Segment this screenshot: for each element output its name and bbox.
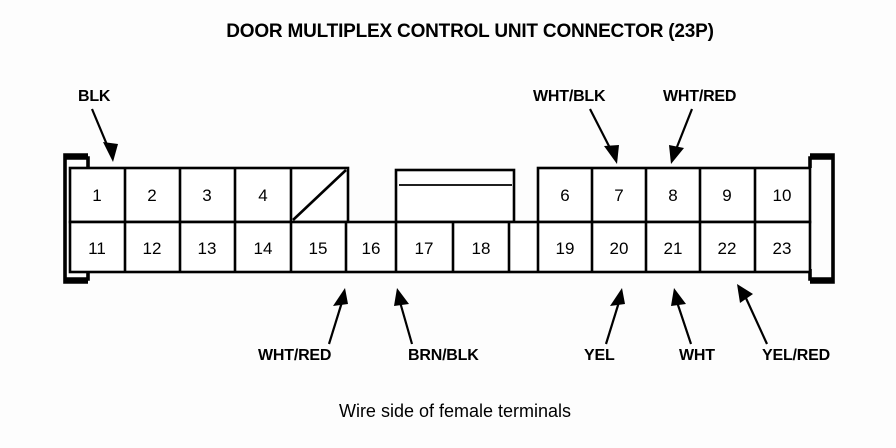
right-flange-top xyxy=(808,156,833,168)
top-wire-callouts: BLK WHT/BLK WHT/RED xyxy=(78,88,736,164)
wire-label-wht: WHT xyxy=(679,347,715,364)
pin-22[interactable]: 22 xyxy=(718,239,737,258)
pin-4[interactable]: 4 xyxy=(258,186,267,205)
pin-7[interactable]: 7 xyxy=(614,186,623,205)
leader-yel-red xyxy=(744,295,768,345)
pin-11[interactable]: 11 xyxy=(88,239,106,258)
pin-3[interactable]: 3 xyxy=(202,186,211,205)
connector-body xyxy=(63,153,835,284)
arrow-blk-icon xyxy=(103,142,118,162)
wire-label-yel-red: YEL/RED xyxy=(762,347,830,364)
bottom-row-block xyxy=(68,220,812,274)
pin-6[interactable]: 6 xyxy=(560,186,569,205)
pin-8[interactable]: 8 xyxy=(668,186,677,205)
pin-16[interactable]: 16 xyxy=(362,239,381,258)
wire-label-wht-red-top: WHT/RED xyxy=(663,88,736,105)
leader-brn-blk xyxy=(398,301,414,345)
bottom-wire-callouts: WHT/RED BRN/BLK YEL WHT YEL/RED xyxy=(258,284,830,364)
leader-wht-red-bottom xyxy=(327,301,344,345)
arrow-brn-blk-icon xyxy=(394,288,409,306)
arrow-wht-red-top-icon xyxy=(669,145,684,164)
arrow-yel-icon xyxy=(610,288,625,306)
pin-15[interactable]: 15 xyxy=(309,239,328,258)
arrow-wht-red-bottom-icon xyxy=(333,288,348,306)
pin-10[interactable]: 10 xyxy=(773,186,792,205)
right-mount-tab xyxy=(810,153,835,284)
pin-2[interactable]: 2 xyxy=(147,186,156,205)
pin-20[interactable]: 20 xyxy=(610,239,629,258)
left-flange-top xyxy=(65,156,90,168)
wire-label-blk: BLK xyxy=(78,88,111,105)
left-mount-tab xyxy=(63,153,88,284)
leader-yel xyxy=(604,301,621,345)
leader-wht xyxy=(675,301,693,345)
wire-label-wht-red-bottom: WHT/RED xyxy=(258,347,331,364)
leader-wht-blk xyxy=(589,108,613,153)
pin-9[interactable]: 9 xyxy=(722,186,731,205)
pin-23[interactable]: 23 xyxy=(773,239,792,258)
pin-13[interactable]: 13 xyxy=(198,239,217,258)
pin-21[interactable]: 21 xyxy=(664,239,683,258)
pin-17[interactable]: 17 xyxy=(415,239,434,258)
diagram-title: DOOR MULTIPLEX CONTROL UNIT CONNECTOR (2… xyxy=(226,21,714,42)
wire-label-brn-blk: BRN/BLK xyxy=(408,347,479,364)
pin-19[interactable]: 19 xyxy=(556,239,575,258)
pin-14[interactable]: 14 xyxy=(254,239,273,258)
diagram-caption: Wire side of female terminals xyxy=(339,401,571,421)
arrow-wht-icon xyxy=(671,288,686,306)
pin-18[interactable]: 18 xyxy=(472,239,491,258)
blank-cavity-slash-icon xyxy=(292,169,347,221)
pin-12[interactable]: 12 xyxy=(143,239,162,258)
wire-label-yel: YEL xyxy=(584,347,615,364)
right-flange-bottom xyxy=(808,269,833,281)
arrow-wht-blk-icon xyxy=(604,145,619,164)
bottom-row: 11 12 13 14 15 16 17 18 19 20 21 22 23 xyxy=(68,220,812,274)
pin-1[interactable]: 1 xyxy=(92,186,101,205)
top-row: 1 2 3 4 6 7 8 9 10 xyxy=(68,166,812,224)
wire-label-wht-blk: WHT/BLK xyxy=(533,88,606,105)
arrow-yel-red-icon xyxy=(737,284,753,303)
leader-wht-red-top xyxy=(673,108,694,153)
